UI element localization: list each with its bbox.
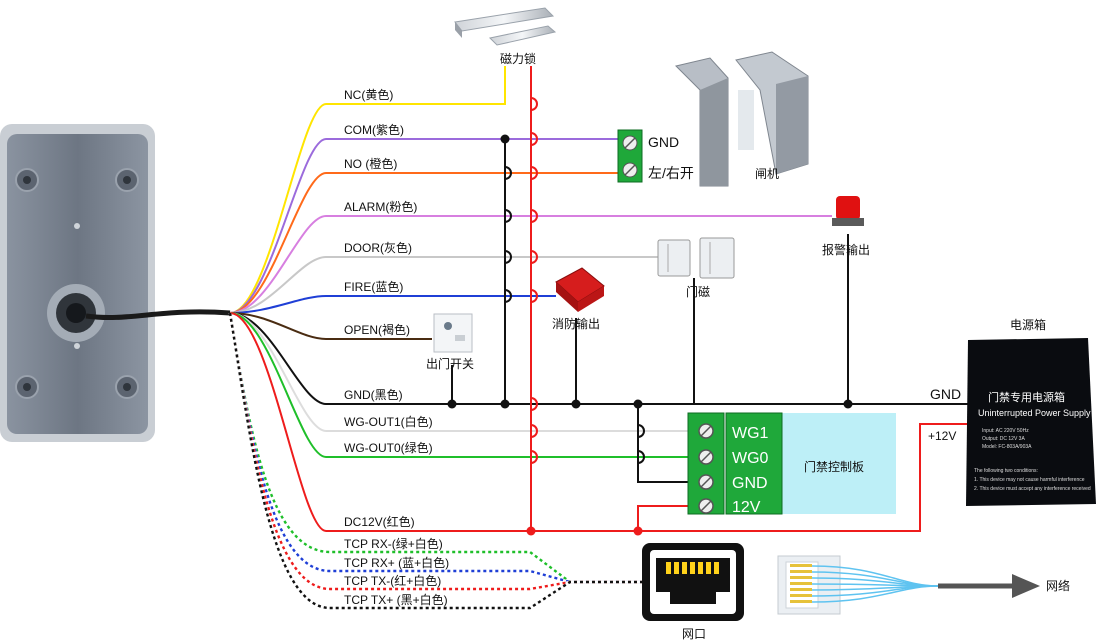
horizontal-wires — [326, 66, 968, 532]
wire-label-11: DC12V(红色) — [344, 514, 415, 529]
tcp-wire-2 — [228, 312, 642, 584]
wire-label-1: NC(黄色) — [344, 88, 393, 102]
wire-label-7: OPEN(褐色) — [344, 322, 410, 337]
wire-label-2: COM(紫色) — [344, 123, 404, 137]
power-box-title: 电源箱 — [1010, 317, 1046, 332]
alarm-light: 报警输出 — [822, 196, 870, 257]
psu-gnd-label: GND — [930, 386, 961, 402]
wire-label-5: DOOR(灰色) — [344, 241, 412, 255]
alarm-output-label: 报警输出 — [822, 242, 870, 257]
tcp-wire-4 — [228, 312, 642, 610]
wire-label-4: ALARM(粉色) — [344, 200, 417, 214]
turnstile: 闸机 — [675, 51, 809, 187]
door-sensor: 门磁 — [657, 237, 735, 299]
exit-switch-label: 出门开关 — [426, 356, 474, 371]
power-supply-box: 电源箱 门禁专用电源箱 Uninterrupted Power Supply I… — [928, 317, 1096, 506]
board-terminal-wg0: WG0 — [732, 450, 769, 467]
tcp-wire-label-2: TCP RX+ (蓝+白色) — [344, 555, 449, 570]
network-label: 网络 — [1046, 578, 1070, 593]
wire-11 — [229, 312, 327, 532]
access-control-board: WG1 WG0 GND 12V 门禁控制板 — [687, 412, 896, 516]
rj45-plug: 网络 — [777, 555, 1070, 615]
magnetic-lock: 磁力锁 — [454, 7, 557, 66]
psu-spec-model: Model: FC-803A/903A — [982, 444, 1032, 450]
control-board-label: 门禁控制板 — [804, 459, 864, 474]
junction-dots — [447, 134, 853, 536]
network-port: 网口 — [642, 543, 744, 640]
wire-label-6: FIRE(蓝色) — [344, 280, 403, 294]
wire-label-9: WG-OUT1(白色) — [344, 414, 433, 429]
turnstile-terminal-gnd: GND — [648, 134, 679, 150]
wire-3 — [229, 172, 327, 314]
door-sensor-label: 门磁 — [686, 284, 710, 299]
psu-note-1: 1. This device may not cause harmful int… — [974, 477, 1085, 483]
turnstile-terminal-block: GND 左/右开 — [617, 129, 694, 183]
wire-4 — [229, 215, 327, 314]
wire-1 — [229, 103, 327, 314]
wire-7 — [229, 312, 327, 340]
turnstile-label: 闸机 — [755, 167, 779, 181]
wire-fanout — [229, 103, 327, 532]
wire-label-10: WG-OUT0(绿色) — [344, 440, 433, 455]
psu-spec-output: Output: DC 12V 3A — [982, 436, 1025, 442]
fire-output-label: 消防输出 — [552, 316, 600, 331]
tcp-wire-label-3: TCP TX-(红+白色) — [344, 573, 441, 588]
board-terminal-12v: 12V — [732, 499, 761, 516]
turnstile-terminal-open: 左/右开 — [648, 165, 694, 181]
network-port-label: 网口 — [682, 627, 706, 640]
wire-label-3: NO (橙色) — [344, 156, 397, 171]
tcp-wire-label-1: TCP RX-(绿+白色) — [344, 536, 443, 551]
tcp-wire-3 — [228, 312, 642, 591]
tcp-wire-labels: TCP RX-(绿+白色) TCP RX+ (蓝+白色) TCP TX-(红+白色)… — [344, 536, 449, 607]
wire-2 — [229, 138, 327, 314]
exit-switch: 出门开关 — [426, 313, 474, 371]
wire-label-8: GND(黑色) — [344, 388, 403, 402]
psu-12v-label: +12V — [928, 429, 956, 443]
wire-crossings — [504, 97, 645, 464]
magnetic-lock-label: 磁力锁 — [500, 51, 536, 66]
psu-face-subtitle: Uninterrupted Power Supply — [978, 408, 1091, 418]
wire-6 — [229, 295, 327, 314]
psu-notice: The following two conditions: — [974, 468, 1038, 474]
wire-10 — [229, 312, 327, 458]
tcp-wire-fanout — [228, 312, 642, 610]
wire-labels: NC(黄色) COM(紫色) NO (橙色) ALARM(粉色) DOOR(灰色) FIR… — [344, 88, 433, 529]
board-terminal-wg1: WG1 — [732, 425, 769, 442]
wire-5 — [229, 256, 327, 314]
psu-face-title: 门禁专用电源箱 — [988, 390, 1065, 404]
psu-note-2: 2. This device must accept any interfere… — [974, 486, 1091, 492]
tcp-wire-label-4: TCP TX+ (黑+白色) — [344, 592, 448, 607]
card-reader — [0, 124, 231, 442]
board-terminal-gnd: GND — [732, 475, 768, 492]
fire-call-point: 消防输出 — [552, 267, 605, 331]
psu-spec-input: Input: AC 220V 50Hz — [982, 428, 1029, 434]
